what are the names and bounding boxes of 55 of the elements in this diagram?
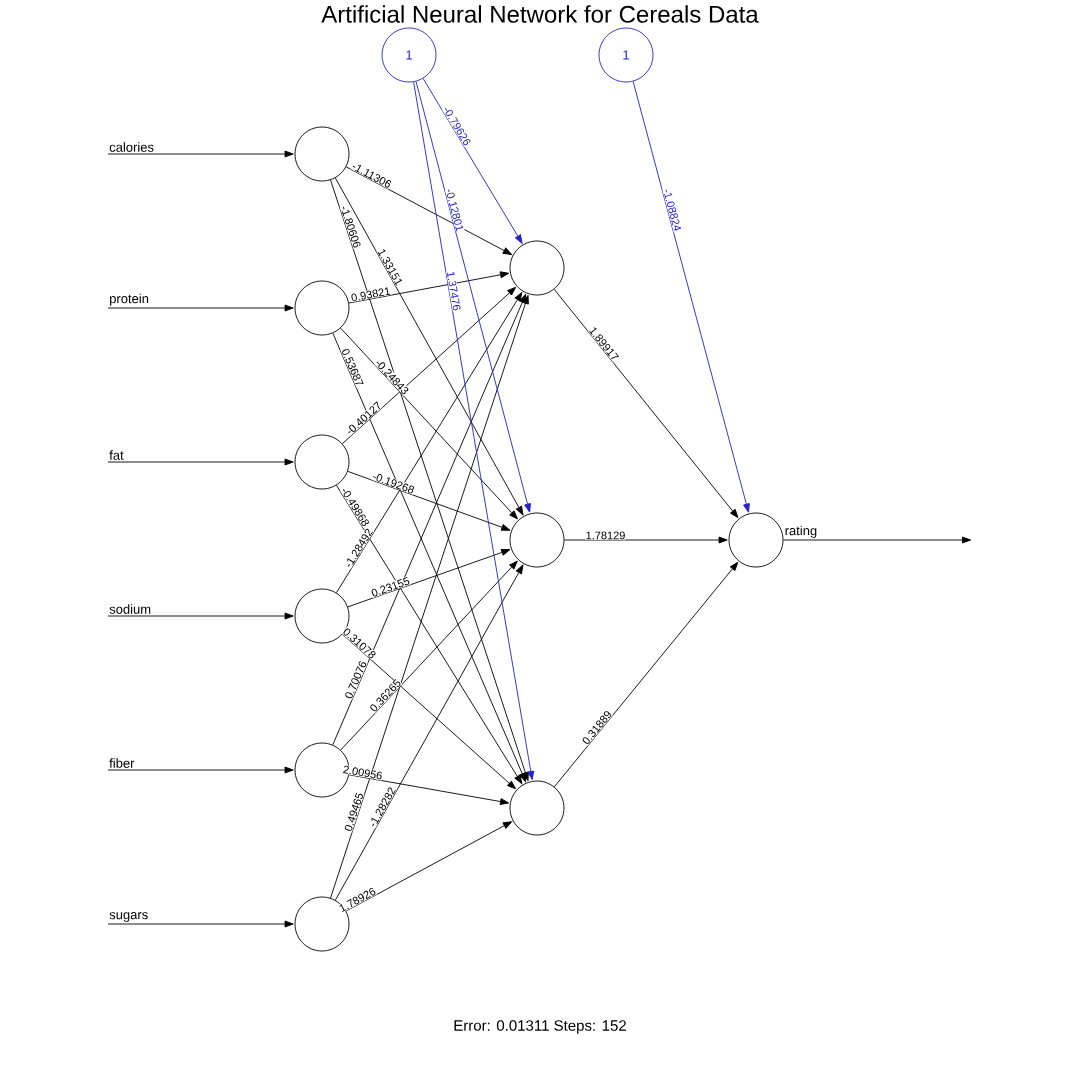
arrow bbox=[413, 81, 535, 781]
weight-label: 1.78129 bbox=[585, 531, 626, 540]
input-label: sugars bbox=[109, 912, 148, 922]
input-label: sodium bbox=[109, 604, 151, 614]
arrow bbox=[564, 536, 728, 544]
arrow bbox=[345, 821, 513, 912]
arrow bbox=[347, 470, 511, 531]
arrow bbox=[348, 271, 510, 304]
arrow bbox=[783, 536, 972, 544]
input-label: fiber bbox=[109, 758, 135, 768]
arrow bbox=[422, 78, 523, 244]
weight-label: 0.49465 bbox=[343, 791, 365, 833]
arrow bbox=[348, 774, 510, 805]
arrow bbox=[347, 549, 511, 608]
arrow bbox=[330, 294, 529, 899]
weight-label: 0.93821 bbox=[349, 286, 392, 303]
arrow bbox=[107, 458, 294, 466]
arrow bbox=[342, 633, 516, 790]
arrow bbox=[553, 561, 739, 788]
arrow bbox=[340, 327, 518, 520]
error-steps-text: Error: 0.01311 Steps: 152 bbox=[454, 1020, 626, 1034]
arrow bbox=[334, 564, 524, 901]
output-label: rating bbox=[785, 525, 817, 538]
arrow bbox=[334, 177, 524, 516]
arrow bbox=[336, 484, 523, 784]
title: Artificial Neural Network for Cereals Data bbox=[321, 5, 759, 23]
arrow bbox=[107, 150, 294, 158]
weight-label: -1.08824 bbox=[662, 187, 683, 233]
arrow bbox=[330, 179, 529, 782]
neuron-circle bbox=[728, 512, 784, 568]
neuron-circle bbox=[509, 240, 565, 296]
neuron-circle bbox=[294, 280, 350, 336]
input-label: calories bbox=[109, 142, 154, 152]
input-label: fat bbox=[109, 450, 124, 460]
weight-label: 1.37476 bbox=[446, 270, 462, 312]
arrow bbox=[107, 304, 294, 312]
arrow bbox=[332, 332, 527, 782]
weight-label: 2.00956 bbox=[341, 764, 384, 781]
input-label: protein bbox=[110, 293, 149, 306]
arrow bbox=[632, 81, 750, 513]
arrow bbox=[340, 560, 518, 751]
neuron-circle bbox=[509, 512, 565, 568]
neuron-circle bbox=[294, 126, 350, 182]
arrow bbox=[345, 166, 512, 255]
weight-label: -0.12801 bbox=[444, 187, 465, 233]
arrow bbox=[336, 292, 523, 594]
arrow bbox=[332, 294, 527, 746]
neuron-circle bbox=[509, 780, 565, 836]
arrow bbox=[553, 288, 739, 519]
arrow bbox=[341, 286, 517, 445]
arrow bbox=[107, 612, 294, 620]
arrow bbox=[107, 920, 294, 928]
neuron-circle bbox=[294, 434, 350, 490]
arrow bbox=[107, 766, 294, 774]
arrow bbox=[415, 81, 531, 513]
